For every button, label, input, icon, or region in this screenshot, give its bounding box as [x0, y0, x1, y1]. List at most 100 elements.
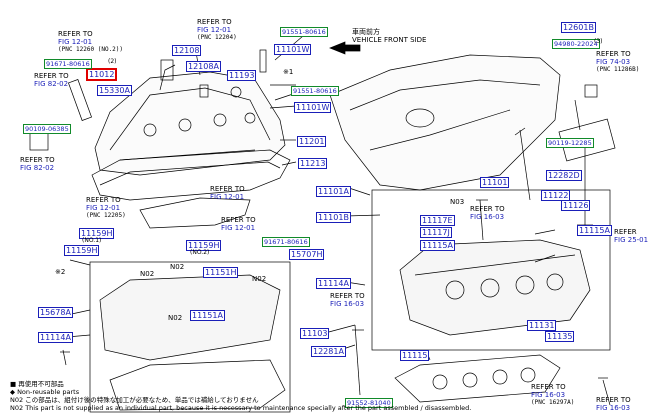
note-nonreusable-en: ◆ Non-reusable parts — [10, 388, 80, 396]
part-11117j[interactable]: 11117J — [420, 227, 452, 238]
cylinder-head-frame — [371, 189, 611, 351]
part-11193[interactable]: 11193 — [227, 70, 257, 81]
n03-label: N03 — [450, 198, 465, 206]
part-11115[interactable]: 11115 — [400, 350, 430, 361]
part-11012-highlighted[interactable]: 11012 — [86, 68, 118, 81]
vehicle-front-label: 車両前方 VEHICLE FRONT SIDE — [352, 28, 426, 44]
refer-link[interactable]: FIG 16-03 — [470, 213, 505, 221]
part-15678a[interactable]: 15678A — [38, 307, 73, 318]
refer-text: REFER TO — [330, 292, 365, 300]
part-11101w-a[interactable]: 11101W — [274, 44, 312, 55]
refer-fig-12-01-c[interactable]: REFER TO FIG 12-01 — [210, 185, 245, 201]
refer-pnc: (PNC 12260 (NO.2)) — [58, 46, 124, 53]
n02-label-c: N02 — [252, 275, 267, 283]
refer-text: REFER TO — [197, 18, 232, 26]
part-11117e[interactable]: 11117E — [420, 215, 455, 226]
part-11213[interactable]: 11213 — [298, 158, 328, 169]
std-part-91551-b[interactable]: 91551-80616 — [291, 86, 339, 96]
part-11115a-a[interactable]: 11115A — [577, 225, 612, 236]
refer-pnc: (PNC 16297A) — [531, 399, 575, 406]
refer-fig-12-01-b[interactable]: REFER TO FIG 12-01 (PNC 12204) — [197, 18, 237, 41]
refer-link[interactable]: FIG 16-03 — [596, 404, 631, 412]
refer-link[interactable]: FIG 82-02 — [34, 80, 69, 88]
part-11101[interactable]: 11101 — [480, 177, 510, 188]
refer-fig-82-02-a[interactable]: REFER TO FIG 82-02 — [34, 72, 69, 88]
part-11115a-b[interactable]: 11115A — [420, 240, 455, 251]
refer-fig-16-03-c[interactable]: REFER TO FIG 16-03 (PNC 16297A) — [531, 383, 574, 406]
part-12108[interactable]: 12108 — [172, 45, 202, 56]
refer-fig-12-01-a[interactable]: REFER TO FIG 12-01 (PNC 12260 (NO.2)) — [58, 30, 123, 53]
part-11159h-b[interactable]: 11159H — [64, 245, 100, 256]
refer-link[interactable]: FIG 12-01 — [86, 204, 121, 212]
std-part-91671-a[interactable]: 91671-80616 — [44, 59, 92, 69]
refer-fig-12-01-d[interactable]: REFER TO FIG 12-01 (PNC 12205) — [86, 196, 126, 219]
std-part-94980[interactable]: 94980-22024 — [552, 39, 600, 49]
std-part-90119[interactable]: 90119-12285 — [546, 138, 594, 148]
refer-link[interactable]: FIG 12-01 — [58, 38, 93, 46]
part-11101w-b[interactable]: 11101W — [294, 102, 332, 113]
refer-link[interactable]: FIG 74-03 — [596, 58, 631, 66]
refer-text: REFER TO — [34, 72, 69, 80]
no2-label: (NO.2) — [190, 249, 210, 256]
part-11101a[interactable]: 11101A — [316, 186, 351, 197]
part-12281a[interactable]: 12281A — [311, 346, 346, 357]
star1-mark: ※1 — [283, 68, 294, 76]
refer-fig-25-01[interactable]: REFER FIG 25-01 — [614, 228, 648, 244]
part-12108a[interactable]: 12108A — [186, 61, 221, 72]
refer-text: REFER TO — [221, 216, 256, 224]
part-11122[interactable]: 11122 — [541, 190, 571, 201]
refer-text: REFER TO — [86, 196, 121, 204]
part-11135[interactable]: 11135 — [545, 331, 575, 342]
refer-link[interactable]: FIG 82-02 — [20, 164, 55, 172]
refer-text: REFER — [614, 228, 637, 236]
part-11151a[interactable]: 11151A — [190, 310, 225, 321]
part-11114a-a[interactable]: 11114A — [316, 278, 351, 289]
std-part-91552[interactable]: 91552-81040 — [345, 398, 393, 408]
refer-text: REFER TO — [210, 185, 245, 193]
refer-text: REFER TO — [531, 383, 566, 391]
vehicle-front-jp: 車両前方 — [352, 28, 380, 36]
part-15330a[interactable]: 15330A — [97, 85, 132, 96]
head-cover-gasket — [91, 149, 291, 201]
refer-fig-16-03-a[interactable]: REFER TO FIG 16-03 — [330, 292, 365, 308]
refer-fig-16-03-b[interactable]: REFER TO FIG 16-03 — [470, 205, 505, 221]
part-11131[interactable]: 11131 — [527, 320, 557, 331]
refer-pnc: (PNC 12205) — [86, 212, 126, 219]
refer-text: REFER TO — [596, 50, 631, 58]
n02-label-a: N02 — [140, 270, 155, 278]
qty2-label: (2) — [108, 58, 117, 65]
part-11126[interactable]: 11126 — [561, 200, 591, 211]
bearing-cap-frame — [89, 261, 291, 413]
note-n02-en: N02 This part is not supplied as an indi… — [10, 404, 472, 412]
std-part-90109[interactable]: 90109-06385 — [23, 124, 71, 134]
refer-fig-16-03-d[interactable]: REFER TO FIG 16-03 — [596, 396, 631, 412]
refer-link[interactable]: FIG 12-01 — [221, 224, 256, 232]
std-part-91551-a[interactable]: 91551-80616 — [280, 27, 328, 37]
refer-link[interactable]: FIG 16-03 — [330, 300, 365, 308]
part-11151h[interactable]: 11151H — [203, 267, 239, 278]
part-12601b[interactable]: 12601B — [561, 22, 596, 33]
part-15707h[interactable]: 15707H — [289, 249, 325, 260]
refer-link[interactable]: FIG 16-03 — [531, 391, 566, 399]
refer-pnc: (PNC 12204) — [197, 34, 237, 41]
refer-fig-74-03[interactable]: REFER TO FIG 74-03 (PNC 11286B) — [596, 50, 639, 73]
vehicle-front-en: VEHICLE FRONT SIDE — [352, 36, 427, 44]
part-12282d[interactable]: 12282D — [546, 170, 582, 181]
engine-cover — [329, 54, 561, 191]
refer-link[interactable]: FIG 25-01 — [614, 236, 648, 244]
part-11201[interactable]: 11201 — [297, 136, 327, 147]
star2-mark: ※2 — [55, 268, 66, 276]
part-11114a-b[interactable]: 11114A — [38, 332, 73, 343]
refer-text: REFER TO — [20, 156, 55, 164]
refer-link[interactable]: FIG 12-01 — [210, 193, 245, 201]
part-11159h-c[interactable]: 11159H — [186, 240, 222, 251]
refer-fig-12-01-e[interactable]: REFER TO FIG 12-01 — [221, 216, 256, 232]
std-part-91671-b[interactable]: 91671-80616 — [262, 237, 310, 247]
part-11101b[interactable]: 11101B — [316, 212, 351, 223]
part-11103[interactable]: 11103 — [300, 328, 330, 339]
refer-fig-82-02-b[interactable]: REFER TO FIG 82-02 — [20, 156, 55, 172]
note-n02-jp: N02 この部品は、組付け後の特殊な加工が必要なため、単品では補給しておりません — [10, 396, 259, 404]
refer-link[interactable]: FIG 12-01 — [197, 26, 232, 34]
cylinder-head — [399, 239, 591, 336]
part-11159h-a[interactable]: 11159H — [79, 228, 115, 239]
